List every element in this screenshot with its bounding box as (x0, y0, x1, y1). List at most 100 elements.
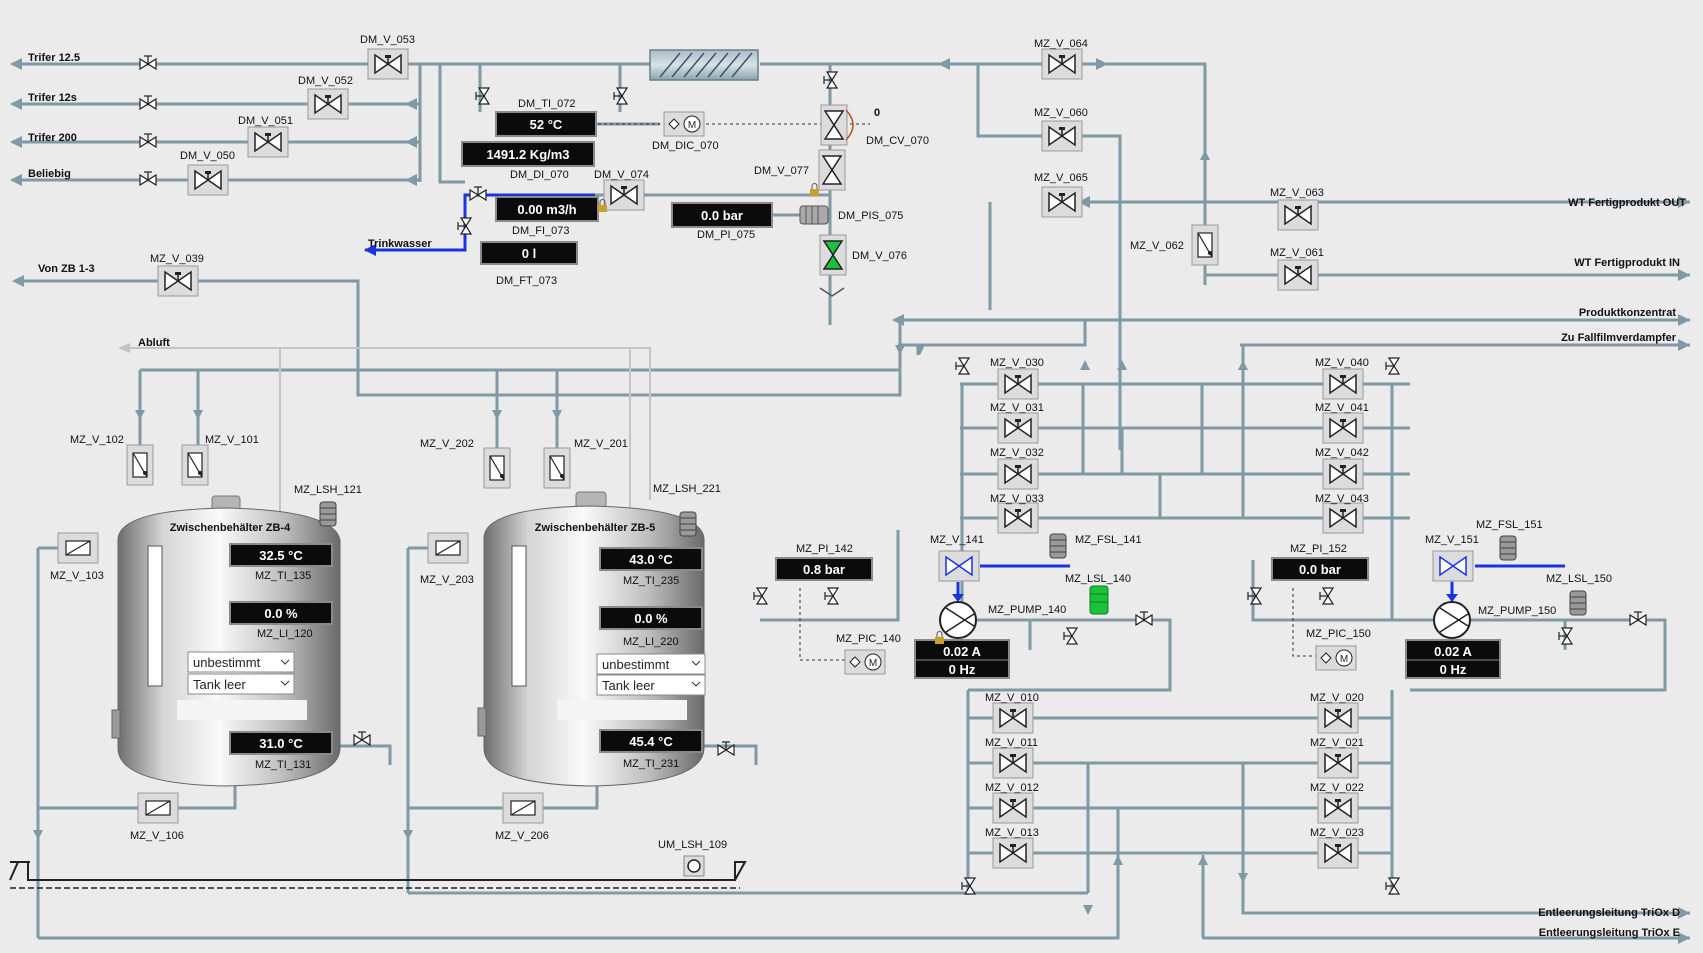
display-mz-ti-131[interactable]: 31.0 °C (229, 731, 333, 755)
ti-072-tag: DM_TI_072 (518, 98, 575, 110)
valve-mz-v-020[interactable]: MZ_V_020 (1310, 692, 1364, 734)
hand-valve-dosing-left[interactable] (475, 87, 490, 105)
tank5-status-dropdown[interactable]: unbestimmt (596, 653, 706, 675)
valve-mz-v-061[interactable]: MZ_V_061 (1270, 247, 1324, 291)
display-mz-pi-152[interactable]: 0.0 bar (1271, 557, 1369, 581)
valve-dm-v-077[interactable]: DM_V_077 (754, 149, 846, 191)
valve-mz-v-040[interactable]: MZ_V_040 (1315, 357, 1369, 400)
valve-mz-v-102[interactable]: MZ_V_102 (70, 434, 154, 486)
controller-dm-dic-070[interactable]: DM_DIC_070 (652, 111, 719, 152)
hand-valve-trifer-125[interactable] (139, 55, 157, 70)
valve-mz-v-151[interactable]: MZ_V_151 (1425, 534, 1479, 582)
display-mz-ti-231[interactable]: 45.4 °C (599, 729, 703, 753)
valve-mz-v-203[interactable]: MZ_V_203 (420, 532, 474, 586)
valve-mz-v-063[interactable]: MZ_V_063 (1270, 187, 1324, 231)
hand-valve-pi-142-left[interactable] (753, 587, 768, 605)
valve-mz-v-206[interactable]: MZ_V_206 (495, 792, 549, 842)
valve-mz-v-030[interactable]: MZ_V_030 (990, 357, 1044, 400)
display-dm-fi-073[interactable]: 0.00 m3/h (495, 196, 599, 222)
ti-072-value: 52 °C (530, 117, 563, 132)
valve-label: MZ_V_064 (1034, 38, 1088, 50)
valve-mz-v-062[interactable]: MZ_V_062 (1130, 224, 1219, 266)
valve-mz-v-202[interactable]: MZ_V_202 (420, 438, 511, 489)
valve-mz-v-106[interactable]: MZ_V_106 (130, 792, 184, 842)
valve-mz-v-031[interactable]: MZ_V_031 (990, 402, 1044, 444)
valve-mz-v-010[interactable]: MZ_V_010 (985, 692, 1039, 734)
control-valve-dm-cv-070[interactable]: DM_CV_070 0 (820, 104, 929, 147)
valve-label: MZ_V_040 (1315, 357, 1369, 369)
valve-mz-v-041[interactable]: MZ_V_041 (1315, 402, 1369, 444)
valve-mz-v-011[interactable]: MZ_V_011 (985, 737, 1038, 779)
valve-dm-v-051[interactable]: DM_V_051 (238, 115, 293, 158)
valve-dm-v-052[interactable]: DM_V_052 (298, 75, 353, 120)
valve-mz-v-021[interactable]: MZ_V_021 (1310, 737, 1364, 779)
controller-mz-pic-150[interactable]: MZ_PIC_150 (1306, 628, 1371, 671)
pump-mz-pump-140[interactable]: MZ_PUMP_140 (939, 601, 1066, 639)
hand-valve-beliebig[interactable] (139, 171, 157, 186)
pump-mz-pump-150[interactable]: MZ_PUMP_150 (1433, 601, 1556, 639)
hand-valve-trifer-12s[interactable] (139, 95, 157, 110)
valve-mz-v-064[interactable]: MZ_V_064 (1034, 38, 1088, 80)
hand-valve-manifold-30[interactable] (955, 357, 970, 375)
level-switch-um-lsh-109[interactable]: UM_LSH_109 (658, 839, 727, 877)
display-dm-di-070[interactable]: 1491.2 Kg/m3 (461, 141, 595, 167)
hand-valve-trifer-200[interactable] (139, 133, 157, 148)
valve-mz-v-060[interactable]: MZ_V_060 (1034, 107, 1088, 152)
hand-valve-pump-140-drain[interactable] (1063, 627, 1078, 645)
tank5-level-dropdown[interactable]: Tank leer (596, 674, 706, 696)
valve-label: MZ_V_141 (930, 534, 984, 546)
hand-valve-pi-152-left[interactable] (1247, 587, 1262, 605)
display-mz-pi-142[interactable]: 0.8 bar (775, 557, 873, 581)
li-220-value: 0.0 % (634, 611, 668, 626)
display-dm-ti-072[interactable]: 52 °C (495, 111, 597, 137)
display-dm-pi-075[interactable]: 0.0 bar (671, 202, 773, 228)
display-mz-li-120[interactable]: 0.0 % (229, 601, 333, 625)
valve-label: MZ_V_031 (990, 402, 1044, 414)
lsl-140-tag: MZ_LSL_140 (1065, 573, 1131, 585)
display-pump-140-current[interactable]: 0.02 A0 Hz (914, 639, 1010, 679)
tank4-status-dropdown[interactable]: unbestimmt (187, 651, 295, 673)
valve-mz-v-043[interactable]: MZ_V_043 (1315, 493, 1369, 534)
valve-mz-v-012[interactable]: MZ_V_012 (985, 782, 1039, 824)
display-mz-li-220[interactable]: 0.0 % (599, 606, 703, 630)
valve-mz-v-033[interactable]: MZ_V_033 (990, 493, 1044, 534)
tank4-level-dropdown[interactable]: Tank leer (187, 673, 295, 695)
valve-mz-v-023[interactable]: MZ_V_023 (1310, 827, 1364, 869)
valve-mz-v-032[interactable]: MZ_V_032 (990, 447, 1044, 490)
lock-icon (598, 199, 607, 212)
valve-dm-v-053[interactable]: DM_V_053 (360, 34, 415, 80)
valve-mz-v-022[interactable]: MZ_V_022 (1310, 782, 1364, 824)
valve-mz-v-103[interactable]: MZ_V_103 (50, 532, 104, 582)
hand-valve-pi-142-right[interactable] (824, 587, 839, 605)
valve-mz-v-065[interactable]: MZ_V_065 (1034, 172, 1088, 218)
ti-131-value: 31.0 °C (259, 736, 303, 751)
tank-zb-4[interactable]: Zwischenbehälter ZB-4 (111, 495, 341, 787)
valve-mz-v-013[interactable]: MZ_V_013 (985, 827, 1039, 869)
hand-valve-pi-152-right[interactable] (1319, 587, 1334, 605)
hand-valve-tank5-sample[interactable] (717, 741, 735, 756)
tank-zb-5[interactable]: Zwischenbehälter ZB-5 (477, 491, 705, 787)
hand-valve-cv-inlet[interactable] (823, 71, 838, 89)
valve-mz-v-201[interactable]: MZ_V_201 (543, 438, 628, 489)
hand-valve-pump-150-out[interactable] (1629, 611, 1647, 626)
valve-mz-v-039[interactable]: MZ_V_039 (150, 253, 204, 297)
hand-valve-water-drain[interactable] (457, 217, 472, 235)
valve-mz-v-141[interactable]: MZ_V_141 (930, 534, 984, 582)
valve-mz-v-101[interactable]: MZ_V_101 (181, 434, 259, 486)
hand-valve-pump-140-out[interactable] (1135, 611, 1153, 626)
hand-valve-water[interactable] (469, 186, 487, 201)
hand-valve-manifold-20[interactable] (1385, 877, 1400, 895)
valve-dm-v-074[interactable]: DM_V_074 (594, 169, 649, 211)
hand-valve-tank4-sample[interactable] (353, 731, 371, 746)
display-pump-150-current[interactable]: 0.02 A0 Hz (1405, 639, 1501, 679)
hand-valve-manifold-40[interactable] (1385, 357, 1400, 375)
display-mz-ti-135[interactable]: 32.5 °C (229, 543, 333, 567)
valve-dm-v-050[interactable]: DM_V_050 (180, 150, 235, 196)
valve-dm-v-076[interactable]: DM_V_076 (819, 234, 907, 276)
hand-valve-dosing-right[interactable] (613, 87, 628, 105)
display-dm-ft-073[interactable]: 0 l (480, 241, 578, 265)
valve-mz-v-042[interactable]: MZ_V_042 (1315, 447, 1369, 490)
controller-mz-pic-140[interactable]: MZ_PIC_140 (836, 633, 901, 675)
display-mz-ti-235[interactable]: 43.0 °C (599, 547, 703, 571)
hand-valve-pump-150-drain[interactable] (1558, 627, 1573, 645)
